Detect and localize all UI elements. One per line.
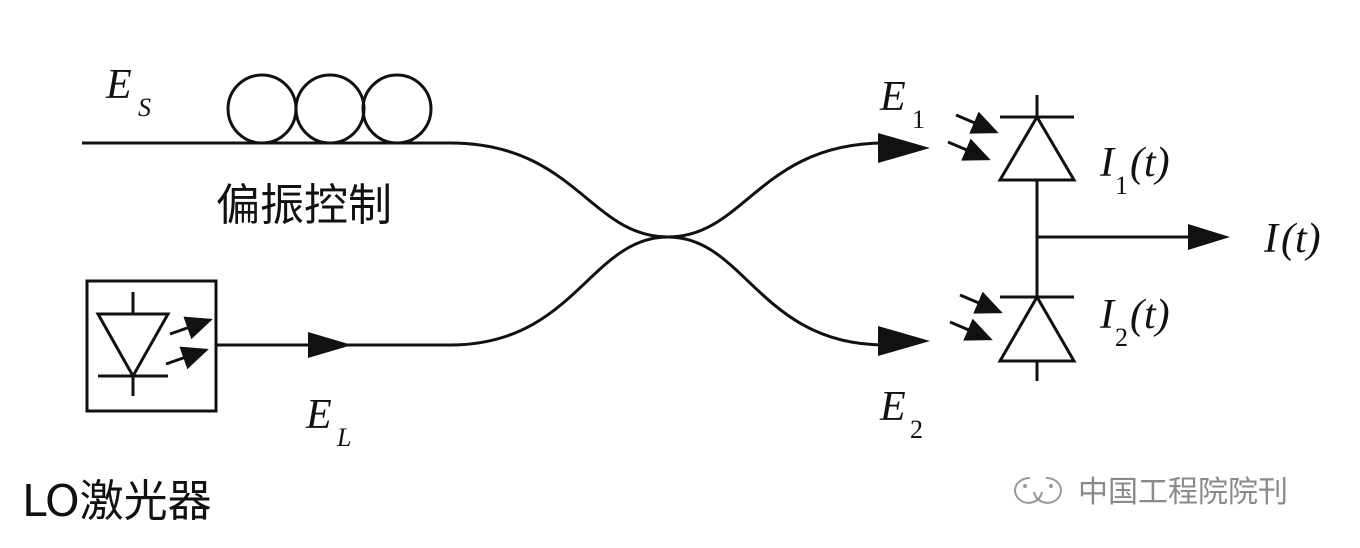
el-subscript: L bbox=[336, 423, 351, 452]
coupler-upper-arm bbox=[449, 141, 886, 239]
label-i-output: I (t) bbox=[1263, 216, 1321, 262]
laser-emission-arrow-1 bbox=[169, 316, 213, 340]
label-i2: I 2 (t) bbox=[1099, 292, 1170, 352]
label-e1: E 1 bbox=[879, 74, 925, 134]
photodiode-lower bbox=[949, 291, 1077, 381]
i-argument: (t) bbox=[1281, 216, 1321, 262]
watermark-logo-icon bbox=[1014, 477, 1062, 504]
output-arrow bbox=[1188, 224, 1230, 250]
label-el: E L bbox=[305, 392, 351, 452]
e2-subscript: 2 bbox=[910, 415, 923, 444]
i1-subscript: 1 bbox=[1115, 171, 1128, 200]
pd2-light-arrow-1 bbox=[959, 291, 1003, 314]
e1-subscript: 1 bbox=[912, 105, 925, 134]
fiber-loop-3 bbox=[361, 73, 433, 145]
es-symbol: E bbox=[105, 62, 132, 108]
i1-argument: (t) bbox=[1130, 140, 1170, 186]
i-symbol: I bbox=[1263, 216, 1280, 262]
i2-subscript: 2 bbox=[1115, 323, 1128, 352]
lo-laser-box bbox=[85, 279, 218, 413]
i2-argument: (t) bbox=[1130, 292, 1170, 338]
polarization-control-label: 偏振控制 bbox=[216, 180, 392, 231]
photodiode-upper bbox=[947, 95, 1077, 182]
es-subscript: S bbox=[138, 93, 151, 122]
e1-output-arrow bbox=[878, 133, 930, 163]
fiber-loop-2 bbox=[294, 73, 366, 145]
i1-symbol: I bbox=[1099, 140, 1116, 186]
e1-symbol: E bbox=[879, 74, 906, 120]
e2-symbol: E bbox=[879, 384, 906, 430]
coupler-lower-arm bbox=[449, 235, 886, 347]
pd1-light-arrow-1 bbox=[955, 111, 999, 134]
label-i1: I 1 (t) bbox=[1099, 140, 1170, 200]
fiber-coupler bbox=[449, 141, 886, 347]
el-symbol: E bbox=[305, 392, 332, 438]
lo-direction-arrow bbox=[308, 332, 352, 358]
fiber-loop-1 bbox=[226, 73, 298, 145]
label-es: E S bbox=[105, 62, 151, 122]
label-e2: E 2 bbox=[879, 384, 923, 444]
lo-laser-label: LO激光器 bbox=[22, 476, 212, 527]
i2-symbol: I bbox=[1099, 292, 1116, 338]
laser-emission-arrow-2 bbox=[165, 346, 209, 370]
pd2-triangle bbox=[997, 294, 1077, 363]
watermark-text: 中国工程院院刊 bbox=[1078, 475, 1288, 510]
e2-output-arrow bbox=[878, 326, 930, 356]
pd1-light-arrow-2 bbox=[947, 138, 991, 161]
polarization-controller-loops bbox=[226, 73, 433, 145]
laser-diode-triangle bbox=[95, 312, 171, 380]
pd1-triangle bbox=[997, 114, 1077, 182]
watermark: 中国工程院院刊 bbox=[1014, 475, 1288, 510]
pd2-light-arrow-2 bbox=[949, 318, 993, 341]
